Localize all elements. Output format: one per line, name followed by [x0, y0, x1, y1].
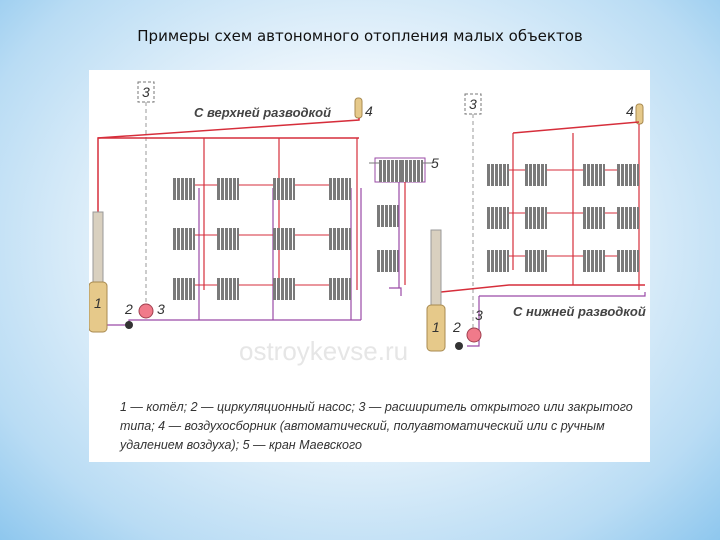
chimney [92, 211, 104, 283]
circulation-pump-right [466, 327, 482, 343]
valve [125, 321, 133, 329]
supply-risers-right [572, 124, 640, 290]
scheme-bottom-distribution: С нижней разводкой 3 4 [369, 93, 646, 352]
label-3c-right: 3 [475, 307, 483, 323]
slide-title: Примеры схем автономного отопления малых… [137, 27, 583, 45]
heating-schemes-diagram: ostroykevse.ru С верхней разводкой 3 4 [89, 81, 646, 366]
radiators-left [173, 178, 351, 300]
chimney-right [430, 229, 442, 306]
diagram-panel: ostroykevse.ru С верхней разводкой 3 4 [89, 70, 650, 462]
label-1-right: 1 [432, 319, 440, 335]
label-4-right: 4 [626, 103, 634, 119]
scheme-top-distribution: С верхней разводкой 3 4 [89, 81, 373, 333]
air-line [512, 121, 640, 134]
label-1: 1 [94, 295, 102, 311]
valve-right [455, 342, 463, 350]
boiler-right [426, 304, 446, 352]
label-3-right: 3 [469, 96, 477, 112]
label-4: 4 [365, 103, 373, 119]
circulation-pump [138, 303, 154, 319]
watermark: ostroykevse.ru [239, 336, 408, 366]
label-3: 3 [142, 84, 150, 100]
radiator-connections-left [195, 184, 329, 286]
legend-text: 1 — котёл; 2 — циркуляционный насос; 3 —… [120, 400, 633, 452]
mayevsky-section [369, 157, 433, 288]
label-5: 5 [431, 155, 439, 171]
label-3b: 3 [157, 301, 165, 317]
air-vent [354, 97, 363, 119]
return-lines-right [389, 287, 646, 347]
label-2: 2 [124, 301, 133, 317]
supply-main-right [440, 284, 645, 293]
expander-tank [137, 81, 155, 103]
air-vent-right [635, 103, 644, 125]
radiator-connections-right [509, 169, 617, 257]
scheme-label-top: С верхней разводкой [194, 105, 331, 120]
supply-main [97, 118, 360, 220]
scheme-label-bottom: С нижней разводкой [513, 304, 646, 319]
label-2-right: 2 [452, 319, 461, 335]
supply-risers [203, 138, 358, 290]
boiler [89, 281, 108, 333]
expander-tank-right [464, 93, 482, 115]
